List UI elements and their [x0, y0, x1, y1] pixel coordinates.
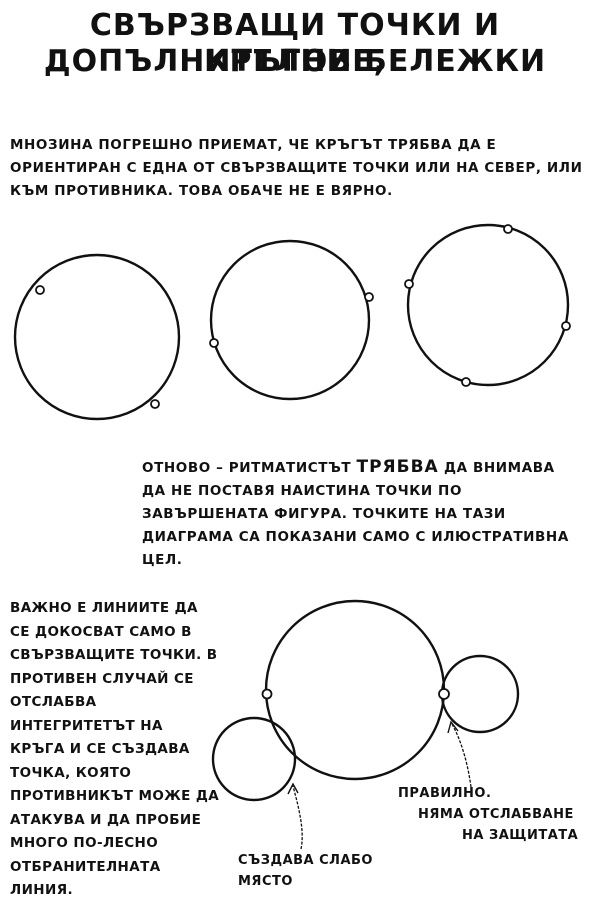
page-title-line-1: Свързващи точки и кръгове,: [89, 8, 501, 79]
circle-c: [406, 223, 570, 387]
big-circle: [264, 599, 446, 781]
note-paragraph: Отново – ритматистът ТРЯБВА да внимава д…: [142, 456, 582, 572]
connection-point: [209, 338, 219, 348]
page-title-line-2: допълнителни бележки: [43, 44, 547, 79]
connection-point: [438, 688, 450, 700]
caption-correct-line-1: Правилно.: [398, 786, 492, 801]
note-emphasis: ТРЯБВА: [356, 457, 439, 477]
connection-point: [261, 688, 273, 700]
intro-paragraph: Мнозина погрешно приемат, че кръгът тряб…: [10, 137, 583, 199]
note-before: Отново – ритматистът: [142, 460, 357, 476]
arrowhead-weak: [287, 782, 299, 795]
caption-correct: Правилно. Няма отслабване на защитата: [398, 783, 588, 846]
connection-point: [35, 285, 45, 295]
arrow-weak-spot: [292, 785, 303, 850]
caption-weak-spot: Създава слабо място: [238, 853, 373, 889]
note-after: да внимава да не поставя наистина точки …: [142, 460, 569, 568]
connection-point: [404, 279, 414, 289]
arrowhead-correct: [447, 720, 459, 734]
circle-b: [209, 239, 371, 401]
small-circle-right: [440, 654, 520, 734]
side-paragraph: Важно е линиите да се докосват само в св…: [10, 600, 220, 898]
connection-point: [364, 292, 374, 302]
connection-point: [461, 377, 471, 387]
connection-point: [150, 399, 160, 409]
arrow-correct: [451, 723, 472, 788]
caption-correct-line-2: Няма отслабване: [418, 807, 574, 822]
caption-correct-line-3: на защитата: [462, 828, 579, 843]
connection-point: [503, 224, 513, 234]
small-circle-left: [211, 716, 297, 802]
circle-a: [13, 253, 181, 421]
connection-point: [561, 321, 571, 331]
